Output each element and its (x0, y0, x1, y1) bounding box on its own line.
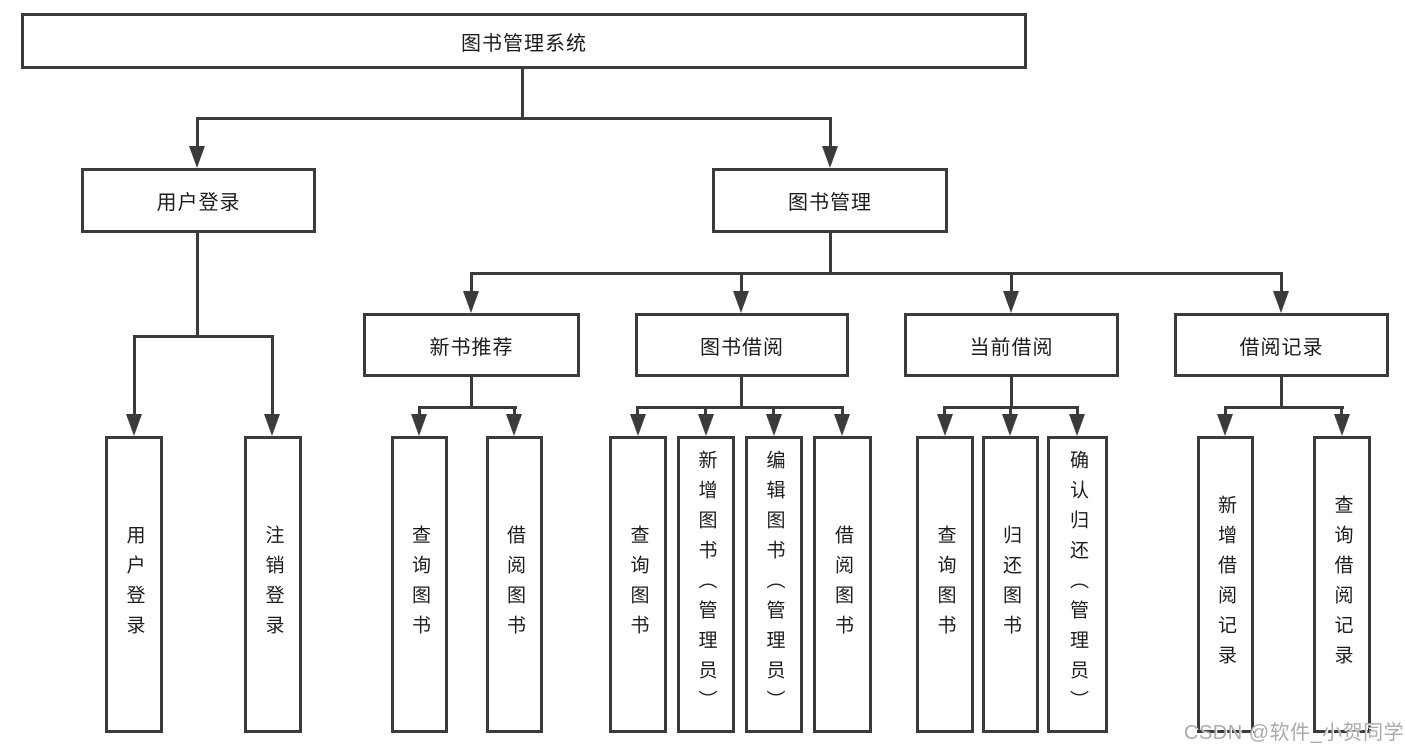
arrow-down-icon (1002, 414, 1018, 436)
arrow-down-icon (126, 414, 142, 436)
node-borrowing-records: 借阅记录 (1174, 313, 1389, 377)
arrow-down-icon (1003, 291, 1019, 313)
node-library-management-system: 图书管理系统 (21, 13, 1027, 69)
connector-line (1224, 406, 1227, 420)
node-leaf-borrow-books-borrowing: 借阅图书 (813, 436, 872, 733)
connector-line (1280, 377, 1283, 406)
node-new-book-recommendation: 新书推荐 (363, 313, 580, 377)
arrow-down-icon (733, 291, 749, 313)
node-leaf-add-books-admin: 新增图书（管理员） (677, 436, 735, 733)
arrow-down-icon (264, 414, 280, 436)
arrow-down-icon (834, 414, 850, 436)
connector-line (271, 335, 274, 420)
connector-line (841, 406, 844, 420)
connector-line (636, 406, 844, 409)
connector-line (772, 406, 775, 420)
connector-line (1340, 406, 1343, 420)
connector-line (943, 406, 946, 420)
node-current-borrowing: 当前借阅 (904, 313, 1119, 377)
connector-line (470, 272, 473, 297)
arrow-down-icon (1217, 414, 1233, 436)
connector-line (636, 406, 639, 420)
node-leaf-return-books: 归还图书 (982, 436, 1039, 733)
connector-line (829, 233, 832, 272)
arrow-down-icon (822, 146, 838, 168)
connector-line (196, 117, 199, 152)
node-book-management: 图书管理 (712, 168, 948, 233)
connector-line (740, 272, 743, 297)
connector-line (470, 377, 473, 406)
node-leaf-edit-books-admin: 编辑图书（管理员） (745, 436, 803, 733)
node-leaf-add-borrow-record: 新增借阅记录 (1197, 436, 1254, 733)
connector-line (1076, 406, 1079, 420)
connector-line (418, 406, 421, 420)
connector-line (1224, 406, 1344, 409)
connector-line (1009, 406, 1012, 420)
connector-line (1010, 272, 1013, 297)
connector-line (133, 335, 136, 420)
connector-line (196, 117, 832, 120)
arrow-down-icon (698, 414, 714, 436)
node-leaf-user-login: 用户登录 (105, 436, 163, 733)
connector-line (418, 406, 517, 409)
arrow-down-icon (506, 414, 522, 436)
csdn-watermark: CSDN @软件_小贺同学 (1184, 722, 1405, 744)
arrow-down-icon (189, 146, 205, 168)
node-leaf-logout: 注销登录 (244, 436, 302, 733)
arrow-down-icon (1069, 414, 1085, 436)
arrow-down-icon (1334, 414, 1350, 436)
connector-line (513, 406, 516, 420)
connector-line (470, 272, 1283, 275)
node-leaf-confirm-return-admin: 确认归还（管理员） (1047, 436, 1108, 733)
node-leaf-query-books-newbooks: 查询图书 (391, 436, 448, 733)
connector-line (133, 335, 274, 338)
arrow-down-icon (937, 414, 953, 436)
node-leaf-query-books-borrowing: 查询图书 (609, 436, 667, 733)
arrow-down-icon (411, 414, 427, 436)
node-book-borrowing: 图书借阅 (635, 313, 849, 377)
arrow-down-icon (1273, 291, 1289, 313)
node-leaf-borrow-books-newbooks: 借阅图书 (486, 436, 543, 733)
arrow-down-icon (766, 414, 782, 436)
arrow-down-icon (630, 414, 646, 436)
connector-line (704, 406, 707, 420)
connector-line (521, 69, 524, 117)
connector-line (1010, 377, 1013, 406)
node-leaf-query-borrow-record: 查询借阅记录 (1313, 436, 1371, 733)
connector-line (829, 117, 832, 152)
connector-line (740, 377, 743, 406)
connector-line (196, 233, 199, 335)
arrow-down-icon (463, 291, 479, 313)
node-user-login: 用户登录 (81, 168, 316, 233)
connector-line (1280, 272, 1283, 297)
node-leaf-query-books-current: 查询图书 (916, 436, 974, 733)
